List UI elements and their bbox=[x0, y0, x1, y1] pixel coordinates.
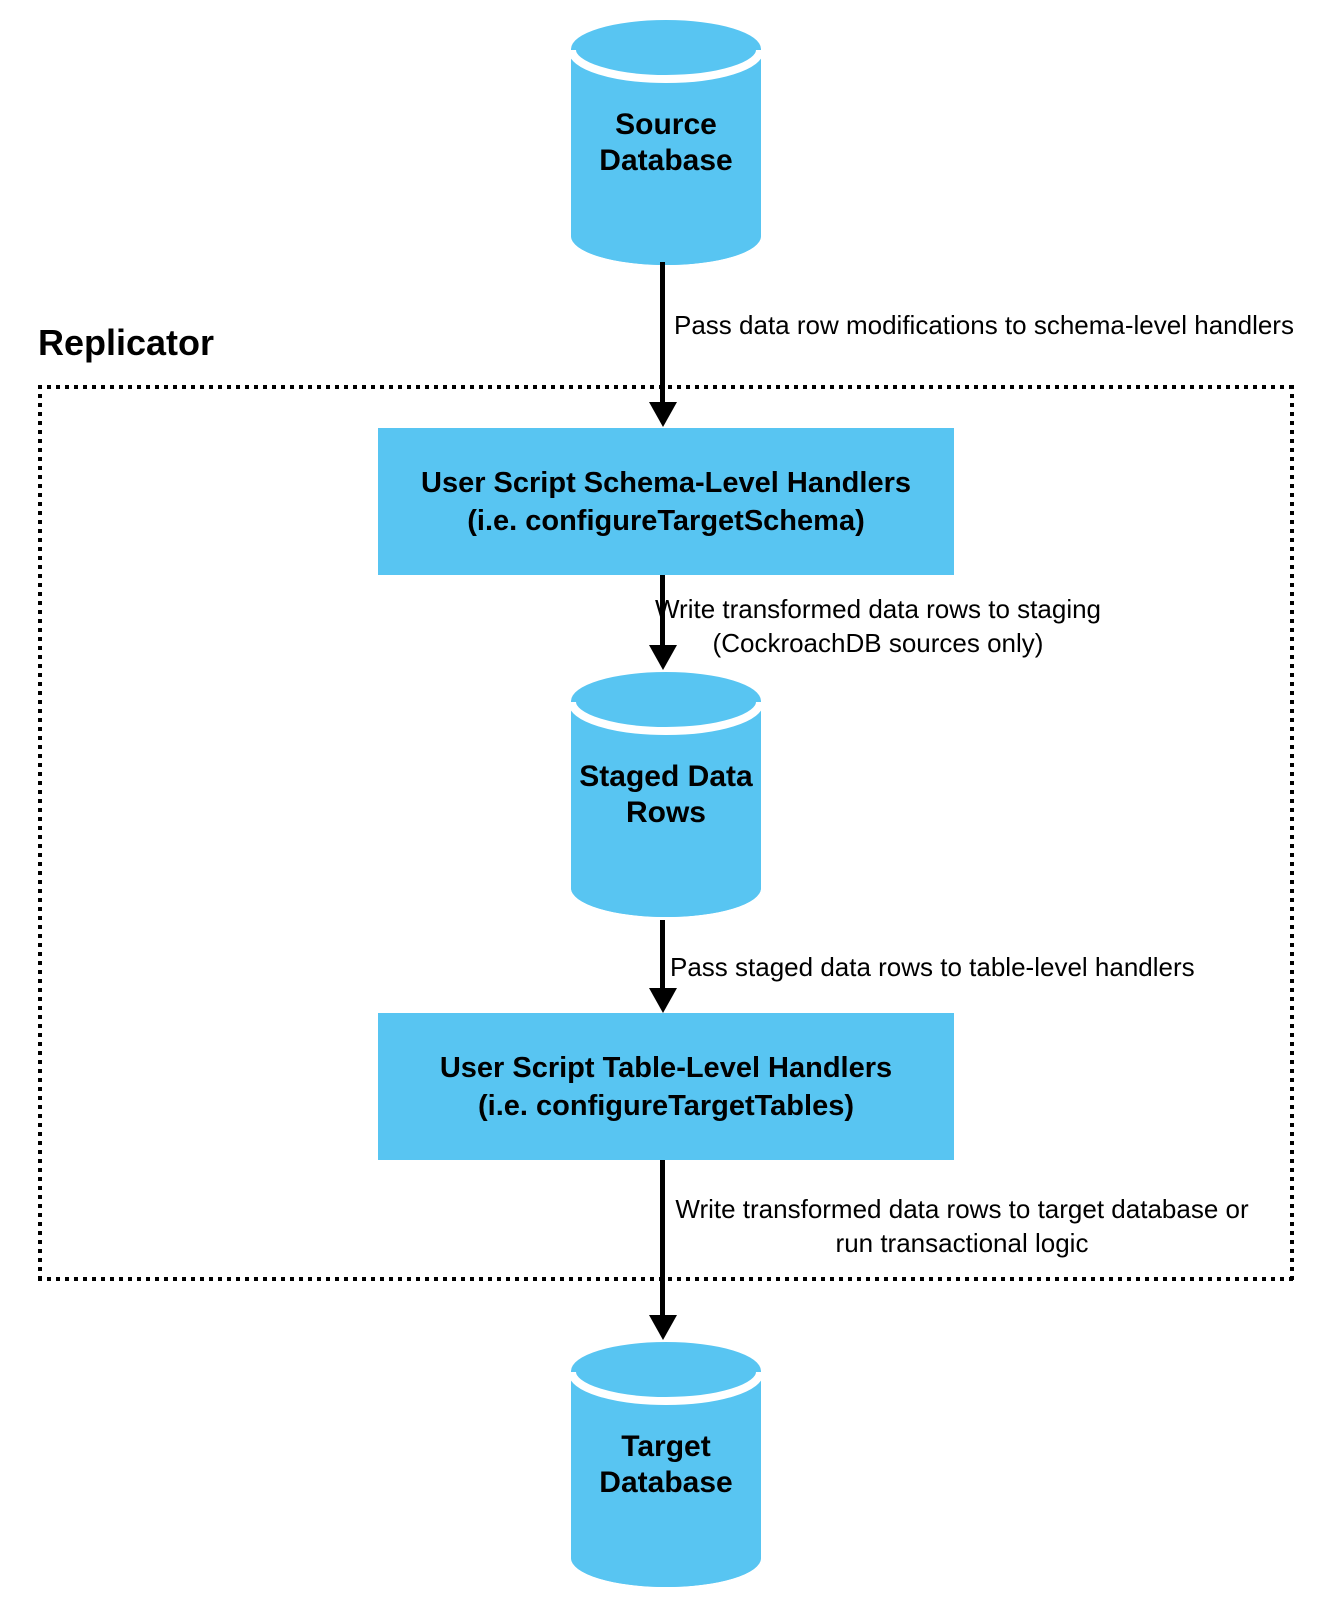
arrowhead-staged-to-table bbox=[649, 988, 677, 1013]
arrow-source-to-schema bbox=[660, 262, 665, 402]
node-label-table-level-handlers: User Script Table-Level Handlers (i.e. c… bbox=[439, 1051, 893, 1122]
node-label-target-database: Target Database bbox=[599, 1429, 733, 1499]
arrowhead-source-to-schema bbox=[649, 402, 677, 427]
database-cylinder-icon bbox=[571, 1342, 761, 1587]
edge-label-schema-to-staged: Write transformed data rows to staging (… bbox=[654, 594, 1102, 658]
node-schema-level-handlers: User Script Schema-Level Handlers (i.e. … bbox=[378, 428, 954, 575]
database-cylinder-icon bbox=[571, 20, 761, 265]
region-border-left bbox=[38, 385, 42, 1281]
node-label-source-database: Source Database bbox=[599, 107, 733, 177]
node-source-database: Source Database bbox=[571, 20, 761, 265]
node-label-schema-level-handlers: User Script Schema-Level Handlers (i.e. … bbox=[421, 466, 911, 537]
node-table-level-handlers: User Script Table-Level Handlers (i.e. c… bbox=[378, 1013, 954, 1160]
arrowhead-schema-to-staged bbox=[649, 645, 677, 670]
arrowhead-table-to-target bbox=[649, 1315, 677, 1340]
region-border-bottom bbox=[38, 1277, 1294, 1281]
arrow-schema-to-staged bbox=[660, 575, 665, 645]
node-staged-data-rows: Staged Data Rows bbox=[571, 672, 761, 917]
arrow-staged-to-table bbox=[660, 920, 665, 988]
edge-label-table-to-target: Write transformed data rows to target da… bbox=[675, 1194, 1249, 1258]
replicator-region-label: Replicator bbox=[38, 322, 215, 363]
arrow-table-to-target bbox=[660, 1160, 665, 1315]
database-cylinder-icon bbox=[571, 672, 761, 917]
edge-label-staged-to-table: Pass staged data rows to table-level han… bbox=[670, 952, 1195, 982]
region-border-right bbox=[1290, 385, 1294, 1281]
region-border-top bbox=[38, 385, 1294, 389]
edge-label-source-to-schema: Pass data row modifications to schema-le… bbox=[674, 310, 1294, 340]
node-target-database: Target Database bbox=[571, 1342, 761, 1587]
replicator-region-border bbox=[38, 385, 1294, 1281]
node-label-staged-data-rows: Staged Data Rows bbox=[579, 759, 753, 829]
